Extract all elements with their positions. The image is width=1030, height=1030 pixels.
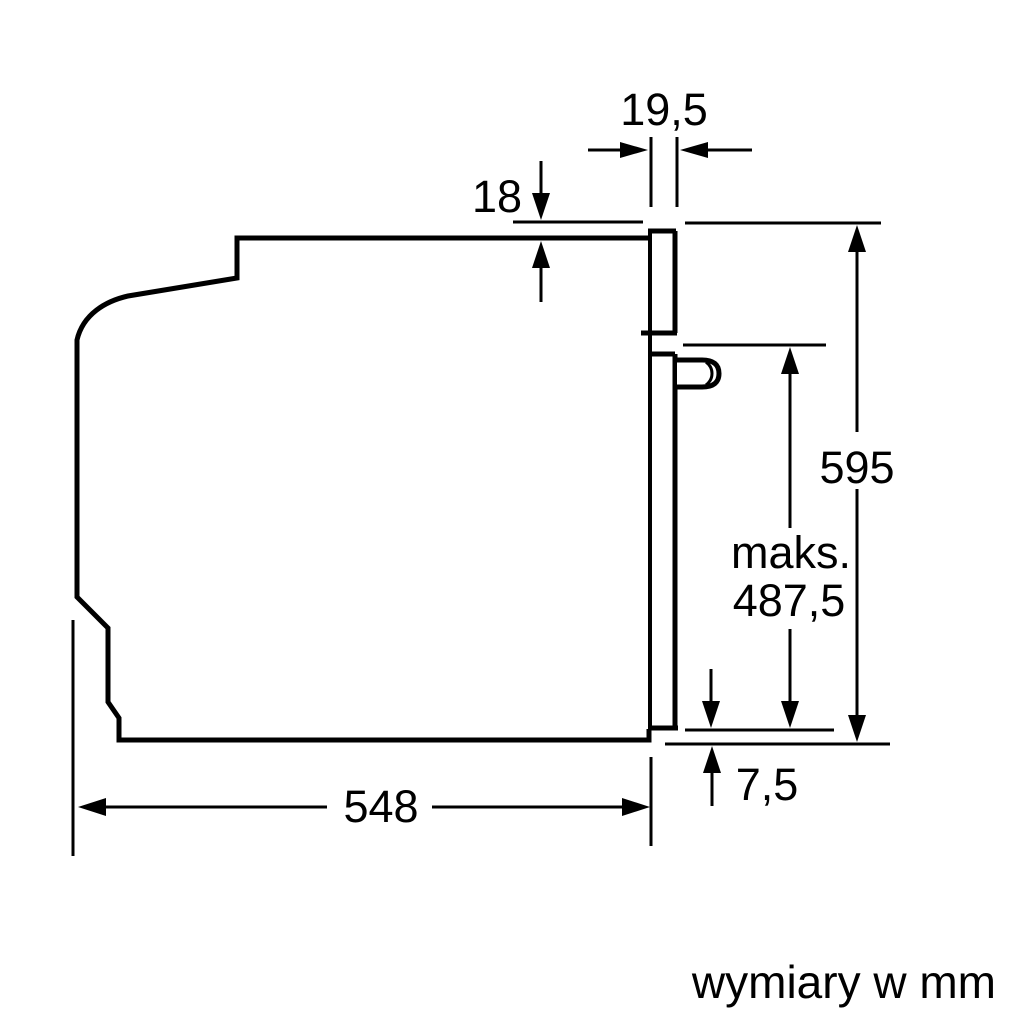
dim-18-down-arrowhead bbox=[532, 193, 550, 220]
dim-max-height-label-line1: maks. bbox=[731, 527, 851, 578]
dim-bottom-clearance-label: 7,5 bbox=[736, 759, 799, 810]
dim-max-height-label-line2: 487,5 bbox=[733, 575, 846, 626]
door-handle bbox=[677, 357, 722, 390]
door-handle-end-arc bbox=[705, 360, 714, 387]
dim-maks-up-arrowhead bbox=[781, 347, 799, 374]
dim-19-5-left-arrowhead bbox=[620, 142, 648, 158]
dim-bottom-clearance: 7,5 bbox=[702, 669, 798, 810]
dim-top-overhang: 18 bbox=[472, 161, 643, 302]
dim-total-height-label: 595 bbox=[819, 442, 894, 493]
dim-595-down-arrowhead bbox=[848, 715, 866, 742]
dim-door-thickness-label: 19,5 bbox=[620, 84, 708, 135]
dim-total-height: 595 bbox=[665, 221, 895, 746]
dim-depth: 548 bbox=[71, 620, 653, 856]
door-and-control-panel bbox=[641, 228, 722, 731]
dim-depth-label: 548 bbox=[343, 781, 418, 832]
dim-7-5-up-arrowhead bbox=[703, 746, 721, 773]
appliance-body-outline bbox=[74, 235, 652, 743]
dim-548-right-arrowhead bbox=[622, 798, 650, 816]
dim-18-up-arrowhead bbox=[532, 241, 550, 268]
body-outline-path bbox=[74, 235, 652, 743]
dim-7-5-down-arrowhead bbox=[702, 701, 720, 728]
dim-max-height: maks. 487,5 bbox=[683, 343, 851, 732]
dim-548-left-arrowhead bbox=[78, 798, 106, 816]
dim-top-overhang-label: 18 bbox=[472, 171, 522, 222]
dim-maks-down-arrowhead bbox=[781, 701, 799, 728]
units-note: wymiary w mm bbox=[691, 956, 996, 1008]
dim-595-up-arrowhead bbox=[848, 225, 866, 252]
dim-19-5-right-arrowhead bbox=[680, 142, 708, 158]
dim-door-thickness: 19,5 bbox=[588, 84, 752, 207]
